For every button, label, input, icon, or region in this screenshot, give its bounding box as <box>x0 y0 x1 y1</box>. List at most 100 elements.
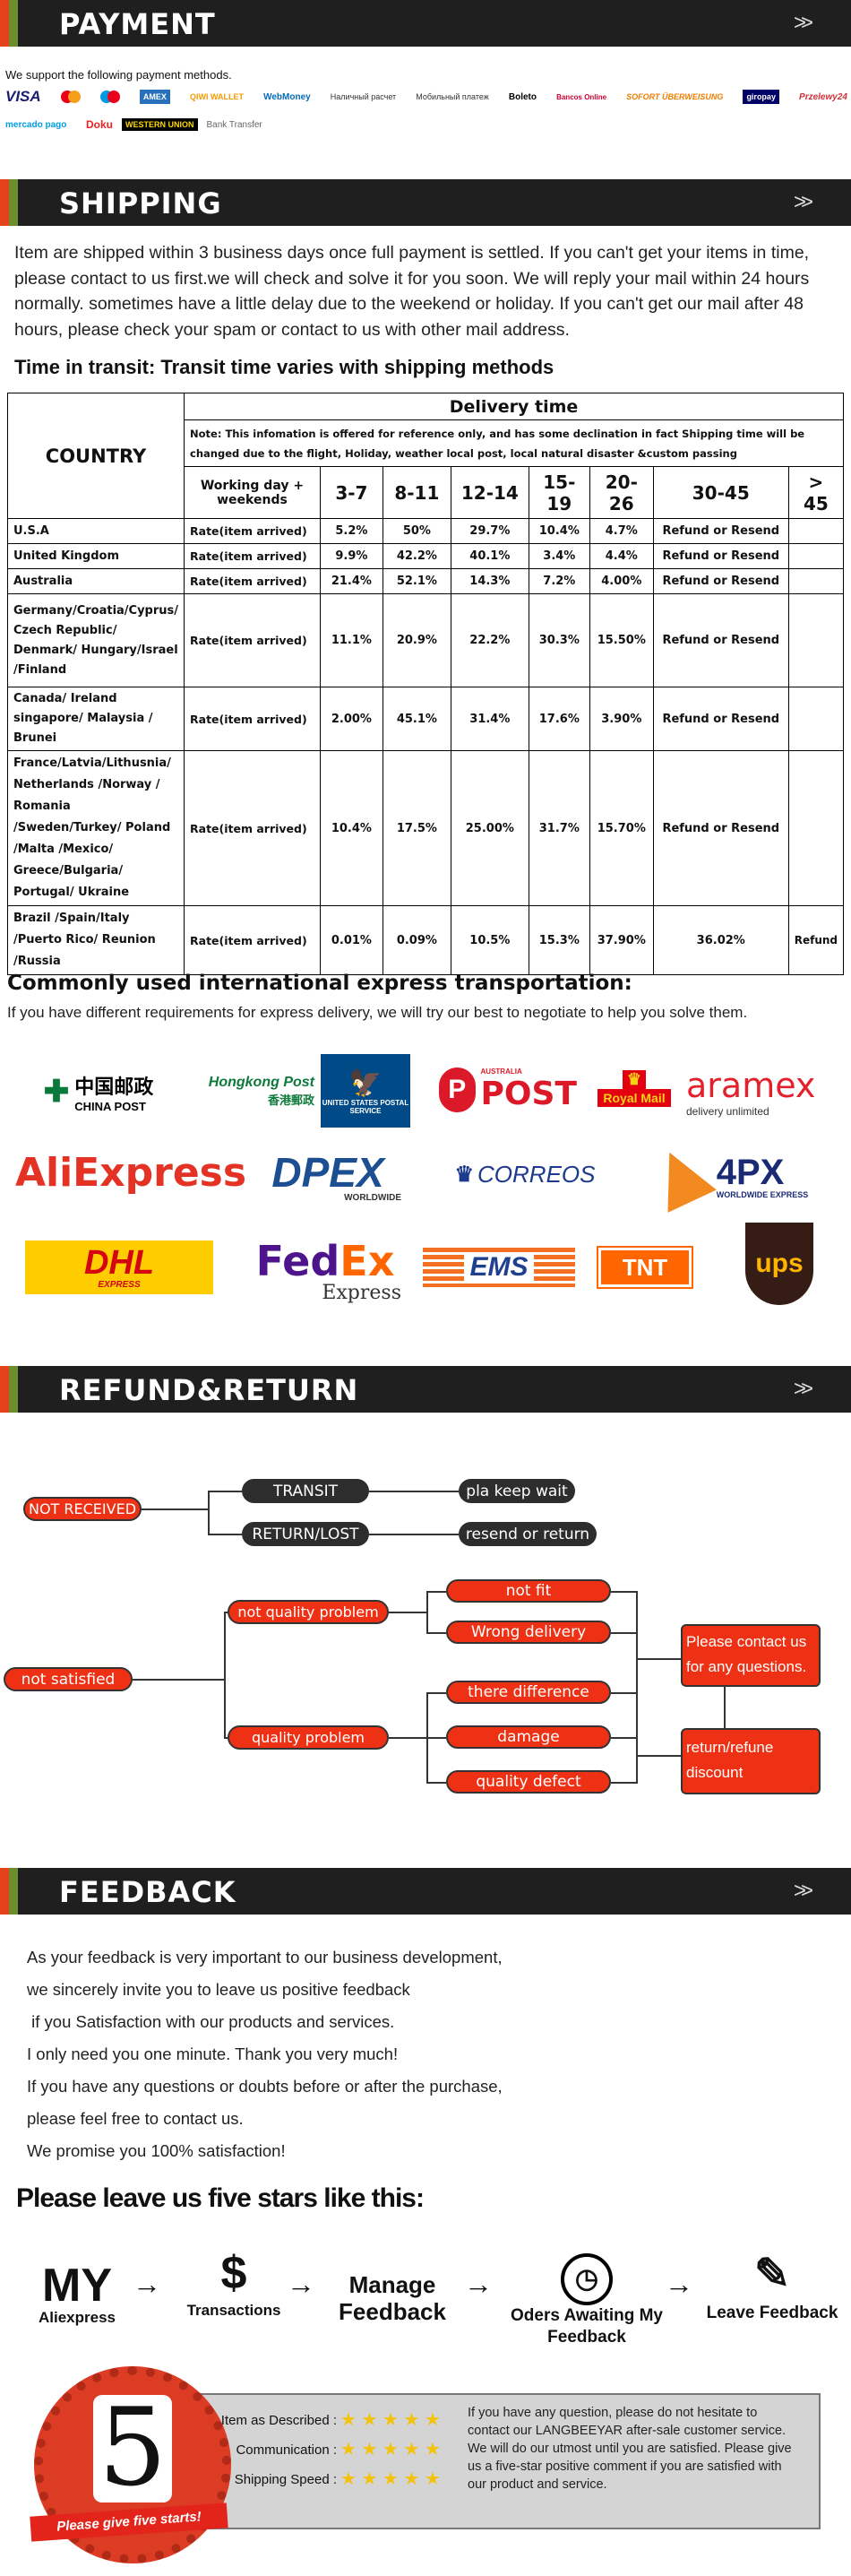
value-cell: 4.4% <box>589 543 654 569</box>
not-received-pill: NOT RECEIVED <box>23 1497 142 1521</box>
flow-line <box>426 1632 446 1634</box>
feedback-line: We promise you 100% satisfaction! <box>27 2141 286 2160</box>
step-aliexpress: Aliexpress <box>39 2309 116 2326</box>
value-cell: 3.4% <box>528 543 590 569</box>
step-leave-feedback: ✎ Leave Feedback <box>701 2246 844 2323</box>
fedex-fed: Fed <box>255 1236 340 1285</box>
rating-note: If you have any question, please do not … <box>468 2406 792 2492</box>
wrong-delivery-pill: Wrong delivery <box>446 1621 611 1644</box>
value-cell: 42.2% <box>382 543 451 569</box>
not-quality-problem-pill: not quality problem <box>228 1600 389 1624</box>
cash-logo: Наличный расчет <box>330 92 397 101</box>
transit-pill: TRANSIT <box>242 1479 369 1503</box>
table-row: Brazil /Spain/Italy /Puerto Rico/ Reunio… <box>6 905 845 975</box>
flow-line <box>208 1491 242 1492</box>
value-cell: 52.1% <box>382 568 451 594</box>
fedex-sub: Express <box>322 1281 401 1304</box>
express-heading: Commonly used international express tran… <box>7 972 632 995</box>
arrow-right-icon: → <box>133 2268 161 2300</box>
western-union-logo: WESTERN UNION <box>122 118 198 131</box>
correos-logo: ♛ CORREOS <box>454 1160 596 1188</box>
star-icon: ★ ★ ★ ★ ★ <box>340 2440 441 2459</box>
delivery-time-table: COUNTRY Delivery time Note: This infomat… <box>6 393 845 975</box>
value-cell <box>787 750 845 906</box>
step-my-aliexpress: MY Aliexpress <box>32 2262 122 2327</box>
rating-box <box>188 2393 821 2529</box>
hongkong-post-cn: 香港郵政 <box>267 1093 314 1107</box>
feedback-line: I only need you one minute. Thank you ve… <box>27 2044 399 2063</box>
value-cell: Refund or Resend <box>652 750 789 906</box>
feedback-line: we sincerely invite you to leave us posi… <box>27 1980 410 1999</box>
feedback-header: FEEDBACK >> <box>0 1868 851 1915</box>
day-range-header: 8-11 <box>382 466 451 519</box>
country-cell: U.S.A <box>6 518 185 544</box>
ems-name: EMS <box>464 1252 534 1283</box>
return-refund-box: return/refune discount <box>681 1728 821 1794</box>
country-cell: France/Latvia/Lithusnia/ Netherlands /No… <box>6 750 185 906</box>
value-cell: 15.3% <box>528 905 590 975</box>
value-cell <box>787 568 845 594</box>
flow-line <box>426 1591 446 1593</box>
table-row: Australia Rate(item arrived) 21.4% 52.1%… <box>6 568 845 594</box>
star-icon: ★ ★ ★ ★ ★ <box>340 2469 441 2489</box>
section-title: REFUND&RETURN <box>59 1373 359 1407</box>
country-cell: Australia <box>6 568 185 594</box>
correos-name: CORREOS <box>477 1160 596 1188</box>
dhl-logo: DHL EXPRESS <box>25 1240 213 1294</box>
arrow-right-icon: → <box>287 2268 315 2300</box>
4px-sub: WORLDWIDE EXPRESS <box>716 1190 809 1199</box>
value-cell: 10.4% <box>319 750 383 906</box>
express-text: If you have different requirements for e… <box>7 1004 748 1021</box>
mercadopago-logo: mercado pago <box>5 119 67 130</box>
dpex-name: DPEX <box>271 1148 384 1196</box>
flow-line <box>426 1737 446 1739</box>
rating-label: Communication : <box>236 2442 337 2458</box>
value-cell: 25.00% <box>450 750 529 906</box>
chevron-right-icon: >> <box>793 1377 813 1401</box>
section-title: FEEDBACK <box>59 1875 236 1909</box>
value-cell: 2.00% <box>319 687 383 751</box>
badge-number: 5 <box>93 2395 172 2503</box>
value-cell: 31.4% <box>450 687 529 751</box>
china-post-name: 中国邮政 <box>74 1075 154 1098</box>
payment-methods-row1: VISA AMEX QIWI WALLET WebMoney Наличный … <box>5 88 847 106</box>
damage-pill: damage <box>446 1725 611 1749</box>
aramex-sub: delivery unlimited <box>686 1105 769 1118</box>
step-manage-feedback: Manage Feedback <box>339 2271 446 2325</box>
australia-post-name: POST <box>480 1076 577 1112</box>
rate-cell: Rate(item arrived) <box>184 518 321 544</box>
value-cell: Refund or Resend <box>652 568 789 594</box>
bank-transfer-logo: Bank Transfer <box>206 119 262 130</box>
country-cell: Canada/ Ireland singapore/ Malaysia / Br… <box>6 687 185 751</box>
working-day-header: Working day + weekends <box>184 466 321 519</box>
there-difference-pill: there difference <box>446 1681 611 1704</box>
royal-mail-name: Royal Mail <box>597 1088 671 1107</box>
table-note: Note: This infomation is offered for ref… <box>184 419 844 467</box>
value-cell: Refund or Resend <box>652 518 789 544</box>
rating-labels: Item as Described : Communication : Ship… <box>193 2406 337 2494</box>
payment-intro: We support the following payment methods… <box>5 68 232 82</box>
table-row: U.S.A Rate(item arrived) 5.2% 50% 29.7% … <box>6 518 845 544</box>
flow-line <box>636 1591 638 1784</box>
step-awaiting-feedback: ◷ Oders Awaiting My Feedback <box>511 2253 663 2348</box>
value-cell: 10.5% <box>450 905 529 975</box>
section-title: SHIPPING <box>59 186 222 220</box>
flow-line <box>724 1685 726 1730</box>
value-cell: 3.90% <box>589 687 654 751</box>
flow-line <box>369 1491 459 1492</box>
value-cell: Refund or Resend <box>652 543 789 569</box>
sofort-logo: SOFORT ÜBERWEISUNG <box>626 92 724 101</box>
header-stripe-red <box>0 1868 9 1915</box>
table-row: France/Latvia/Lithusnia/ Netherlands /No… <box>6 750 845 906</box>
flow-line <box>611 1591 636 1593</box>
flow-line <box>369 1534 459 1535</box>
header-stripe-red <box>0 179 9 226</box>
dpex-sub: WORLDWIDE <box>344 1192 401 1203</box>
rating-stars: ★ ★ ★ ★ ★ ★ ★ ★ ★ ★ ★ ★ ★ ★ ★ <box>340 2406 441 2494</box>
feedback-line: If you have any questions or doubts befo… <box>27 2077 503 2096</box>
usps-name: UNITED STATES POSTAL SERVICE <box>322 1098 409 1115</box>
value-cell: 37.90% <box>589 905 654 975</box>
value-cell: 50% <box>382 518 451 544</box>
star-icon: ★ ★ ★ ★ ★ <box>340 2410 441 2430</box>
aramex-logo: aramex delivery unlimited <box>686 1066 830 1118</box>
